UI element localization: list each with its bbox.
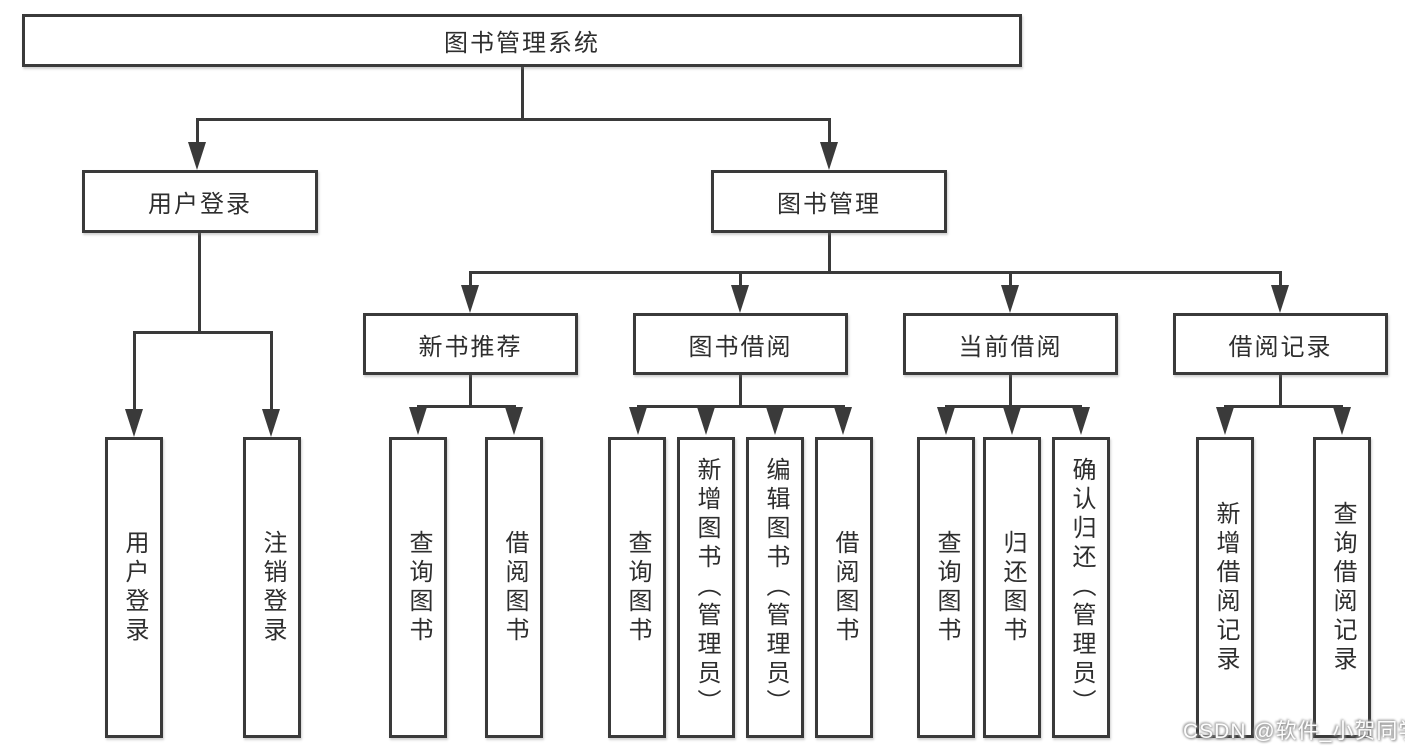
connector-line <box>469 271 472 288</box>
arrow-down-icon <box>629 407 647 435</box>
arrow-down-icon <box>1216 407 1234 435</box>
connector-line <box>739 375 742 408</box>
node-label: 图书借阅 <box>688 333 793 361</box>
connector-line <box>133 331 273 334</box>
arrow-down-icon <box>937 407 955 435</box>
connector-line <box>945 405 1082 408</box>
node-label: 查询借阅记录 <box>1329 500 1356 675</box>
leaf-add-books-admin: 新增图书（管理员） <box>677 437 735 738</box>
connector-line <box>469 271 1282 274</box>
arrow-down-icon <box>820 142 838 170</box>
arrow-down-icon <box>1271 285 1289 313</box>
node-label: 注销登录 <box>259 529 286 646</box>
connector-line <box>1279 271 1282 288</box>
node-label: 确认归还（管理员） <box>1068 457 1095 718</box>
arrow-down-icon <box>505 407 523 435</box>
node-label: 当前借阅 <box>958 333 1063 361</box>
arrow-down-icon <box>262 409 280 437</box>
node-label: 用户登录 <box>121 529 148 646</box>
node-label: 图书管理系统 <box>444 30 600 57</box>
connector-line <box>1009 375 1012 408</box>
node-label: 借阅图书 <box>501 529 528 646</box>
arrow-down-icon <box>461 285 479 313</box>
node-label: 编辑图书（管理员） <box>762 457 789 718</box>
node-label: 借阅记录 <box>1228 333 1333 361</box>
node-label: 图书管理 <box>777 191 881 218</box>
connector-line <box>133 331 136 411</box>
node-library-system: 图书管理系统 <box>22 14 1022 67</box>
node-label: 用户登录 <box>148 191 252 218</box>
leaf-edit-books-admin: 编辑图书（管理员） <box>746 437 804 738</box>
arrow-down-icon <box>697 407 715 435</box>
leaf-query-books-borrow: 查询图书 <box>608 437 666 738</box>
node-label: 查询图书 <box>933 529 960 646</box>
connector-line <box>1279 375 1282 408</box>
connector-line <box>521 67 524 120</box>
arrow-down-icon <box>1072 407 1090 435</box>
node-new-book-recommend: 新书推荐 <box>363 313 578 375</box>
connector-line <box>828 233 831 273</box>
arrow-down-icon <box>1001 285 1019 313</box>
node-borrow-records: 借阅记录 <box>1173 313 1388 375</box>
node-current-borrow: 当前借阅 <box>903 313 1118 375</box>
node-user-login: 用户登录 <box>82 170 318 233</box>
leaf-confirm-return-admin: 确认归还（管理员） <box>1052 437 1110 738</box>
arrow-down-icon <box>834 407 852 435</box>
connector-line <box>828 118 831 146</box>
arrow-down-icon <box>766 407 784 435</box>
arrow-down-icon <box>1003 407 1021 435</box>
node-label: 新书推荐 <box>418 333 523 361</box>
connector-line <box>469 375 472 408</box>
arrow-down-icon <box>188 142 206 170</box>
leaf-user-login: 用户登录 <box>105 437 163 738</box>
leaf-borrow-books: 借阅图书 <box>815 437 873 738</box>
node-label: 借阅图书 <box>831 529 858 646</box>
connector-line <box>1009 271 1012 288</box>
arrow-down-icon <box>1333 407 1351 435</box>
node-label: 归还图书 <box>999 529 1026 646</box>
node-book-borrow: 图书借阅 <box>633 313 848 375</box>
connector-line <box>270 331 273 411</box>
leaf-query-borrow-record: 查询借阅记录 <box>1313 437 1371 738</box>
connector-line <box>198 233 201 333</box>
node-label: 查询图书 <box>624 529 651 646</box>
arrow-down-icon <box>125 409 143 437</box>
node-book-management: 图书管理 <box>711 170 947 233</box>
connector-line <box>637 405 845 408</box>
leaf-borrow-books-recommend: 借阅图书 <box>485 437 543 738</box>
leaf-query-books-recommend: 查询图书 <box>389 437 447 738</box>
node-label: 查询图书 <box>405 529 432 646</box>
node-label: 新增借阅记录 <box>1212 500 1239 675</box>
leaf-return-books: 归还图书 <box>983 437 1041 738</box>
connector-line <box>739 271 742 288</box>
node-label: 新增图书（管理员） <box>693 457 720 718</box>
connector-line <box>196 118 199 146</box>
leaf-add-borrow-record: 新增借阅记录 <box>1196 437 1254 738</box>
csdn-watermark: CSDN @软件_小贺同学 <box>1183 720 1405 743</box>
connector-line <box>417 405 516 408</box>
arrow-down-icon <box>731 285 749 313</box>
arrow-down-icon <box>409 407 427 435</box>
leaf-query-books-current: 查询图书 <box>917 437 975 738</box>
connector-line <box>1224 405 1343 408</box>
connector-line <box>196 118 831 121</box>
leaf-logout: 注销登录 <box>243 437 301 738</box>
